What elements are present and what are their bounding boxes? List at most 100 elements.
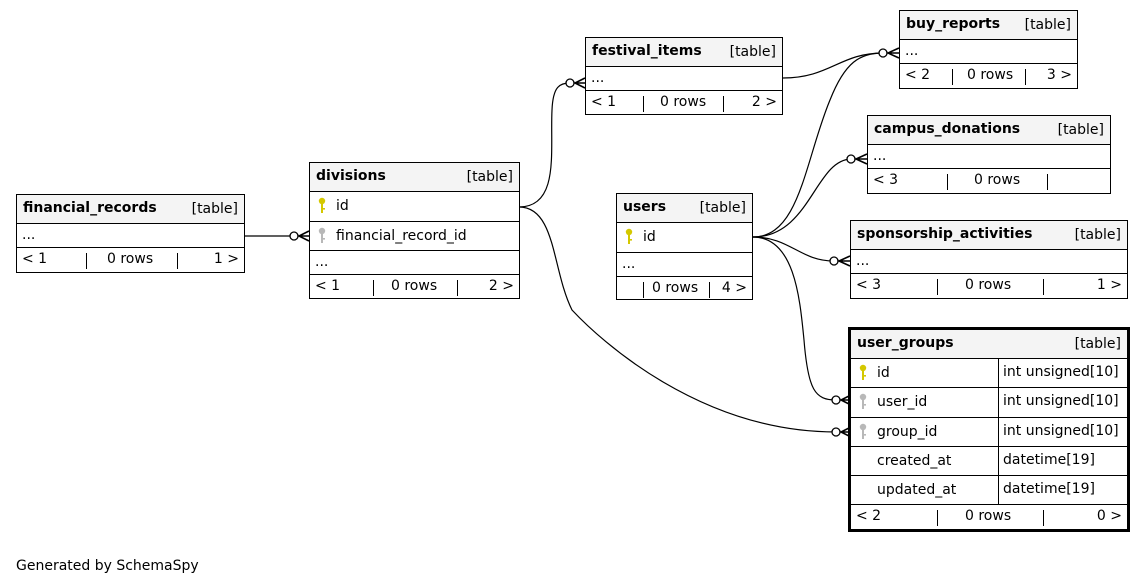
table-header: divisions [table] bbox=[310, 163, 519, 192]
children-count: 1 > bbox=[213, 251, 239, 267]
ellipsis: ... bbox=[856, 253, 870, 269]
table-name: financial_records bbox=[23, 200, 157, 216]
table-footer: < 1 0 rows 2 > bbox=[586, 91, 782, 115]
table-buy-reports[interactable]: buy_reports [table] ... < 2 0 rows 3 > bbox=[899, 10, 1078, 89]
ellipsis: ... bbox=[873, 148, 887, 164]
marker-circle bbox=[831, 427, 841, 437]
ellipsis: ... bbox=[22, 227, 36, 243]
footer-divider bbox=[709, 282, 710, 298]
row-count: 0 rows bbox=[967, 67, 1014, 83]
parents-count: < 2 bbox=[856, 508, 882, 524]
table-user-groups[interactable]: user_groups [table] id int unsigned[10] … bbox=[848, 327, 1130, 532]
table-footer: < 3 0 rows bbox=[868, 169, 1110, 193]
table-name: user_groups bbox=[857, 335, 954, 351]
table-name: divisions bbox=[316, 168, 386, 184]
ellipsis: ... bbox=[905, 43, 919, 59]
row-count: 0 rows bbox=[391, 278, 438, 294]
edge-users-sponsorship-activities bbox=[752, 236, 835, 262]
footer-divider bbox=[1043, 279, 1044, 295]
column-name: id bbox=[877, 365, 890, 381]
table-header: festival_items [table] bbox=[586, 38, 782, 67]
column-row: updated_at datetime[19] bbox=[851, 476, 1127, 505]
column-name: created_at bbox=[877, 453, 952, 469]
table-footer: < 2 0 rows 3 > bbox=[900, 64, 1077, 88]
table-name: buy_reports bbox=[906, 16, 1001, 32]
table-footer: 0 rows 4 > bbox=[617, 277, 752, 301]
parents-count: < 1 bbox=[591, 94, 617, 110]
table-name: festival_items bbox=[592, 43, 702, 59]
footer-divider bbox=[1043, 510, 1044, 526]
row-count: 0 rows bbox=[974, 172, 1021, 188]
column-name: group_id bbox=[877, 424, 938, 440]
children-count: 2 > bbox=[488, 278, 514, 294]
table-footer: < 1 0 rows 2 > bbox=[310, 275, 519, 299]
column-datatype: int unsigned[10] bbox=[998, 418, 1127, 446]
table-festival-items[interactable]: festival_items [table] ... < 1 0 rows 2 … bbox=[585, 37, 783, 115]
column-row: created_at datetime[19] bbox=[851, 447, 1127, 476]
row-count: 0 rows bbox=[965, 277, 1012, 293]
marker-circle bbox=[846, 154, 856, 164]
children-count: 3 > bbox=[1046, 67, 1072, 83]
table-header: users [table] bbox=[617, 194, 752, 223]
row-count: 0 rows bbox=[652, 280, 699, 296]
table-financial-records[interactable]: financial_records [table] ... < 1 0 rows… bbox=[16, 194, 245, 273]
table-campus-donations[interactable]: campus_donations [table] ... < 3 0 rows bbox=[867, 115, 1111, 194]
column-name: user_id bbox=[877, 394, 928, 410]
column-row: id bbox=[310, 192, 519, 222]
footer-divider bbox=[643, 96, 644, 112]
ellipsis: ... bbox=[591, 70, 605, 86]
row-count: 0 rows bbox=[660, 94, 707, 110]
column-row: user_id int unsigned[10] bbox=[851, 388, 1127, 418]
footer-divider bbox=[723, 96, 724, 112]
footer-divider bbox=[1025, 69, 1026, 85]
table-divisions[interactable]: divisions [table] id financial_record_id… bbox=[309, 162, 520, 299]
edge-festival-items-buy-reports bbox=[782, 52, 884, 79]
table-sponsorship-activities[interactable]: sponsorship_activities [table] ... < 3 0… bbox=[850, 220, 1128, 299]
table-type: [table] bbox=[699, 200, 746, 216]
footer-divider bbox=[86, 253, 87, 269]
table-header: sponsorship_activities [table] bbox=[851, 221, 1127, 250]
primary-key-icon bbox=[625, 228, 633, 244]
footer-divider bbox=[177, 253, 178, 269]
table-type: [table] bbox=[1024, 17, 1071, 33]
table-name: sponsorship_activities bbox=[857, 226, 1033, 242]
more-columns-row: ... bbox=[868, 145, 1110, 169]
marker-circle bbox=[829, 256, 839, 266]
table-type: [table] bbox=[466, 169, 513, 185]
parents-count: < 1 bbox=[22, 251, 48, 267]
table-header: campus_donations [table] bbox=[868, 116, 1110, 145]
row-count: 0 rows bbox=[107, 251, 154, 267]
footer-divider bbox=[457, 280, 458, 296]
table-header: buy_reports [table] bbox=[900, 11, 1077, 40]
more-columns-row: ... bbox=[851, 250, 1127, 274]
column-name: id bbox=[336, 198, 349, 214]
more-columns-row: ... bbox=[900, 40, 1077, 64]
edge-users-campus-donations bbox=[752, 158, 852, 238]
column-datatype: datetime[19] bbox=[998, 476, 1127, 504]
more-columns-row: ... bbox=[617, 253, 752, 277]
children-count: 0 > bbox=[1096, 508, 1122, 524]
footer-divider bbox=[937, 279, 938, 295]
edge-users-user-groups bbox=[752, 236, 837, 401]
column-row: id int unsigned[10] bbox=[851, 359, 1127, 388]
table-users[interactable]: users [table] id ... 0 rows 4 > bbox=[616, 193, 753, 300]
foreign-key-icon bbox=[859, 423, 867, 439]
column-datatype: datetime[19] bbox=[998, 447, 1127, 475]
edge-markers bbox=[289, 48, 888, 437]
parents-count: < 2 bbox=[905, 67, 931, 83]
primary-key-icon bbox=[318, 197, 326, 213]
column-datatype: int unsigned[10] bbox=[998, 359, 1127, 387]
table-header: user_groups [table] bbox=[851, 330, 1127, 359]
footer-divider bbox=[947, 174, 948, 190]
footer-divider bbox=[952, 69, 953, 85]
column-name: updated_at bbox=[877, 482, 957, 498]
edge-users-buy-reports bbox=[752, 52, 884, 238]
marker-circle bbox=[289, 231, 299, 241]
parents-count: < 1 bbox=[315, 278, 341, 294]
marker-circle bbox=[878, 48, 888, 58]
column-row: id bbox=[617, 223, 752, 253]
column-name: id bbox=[643, 229, 656, 245]
table-type: [table] bbox=[1074, 227, 1121, 243]
table-header: financial_records [table] bbox=[17, 195, 244, 224]
